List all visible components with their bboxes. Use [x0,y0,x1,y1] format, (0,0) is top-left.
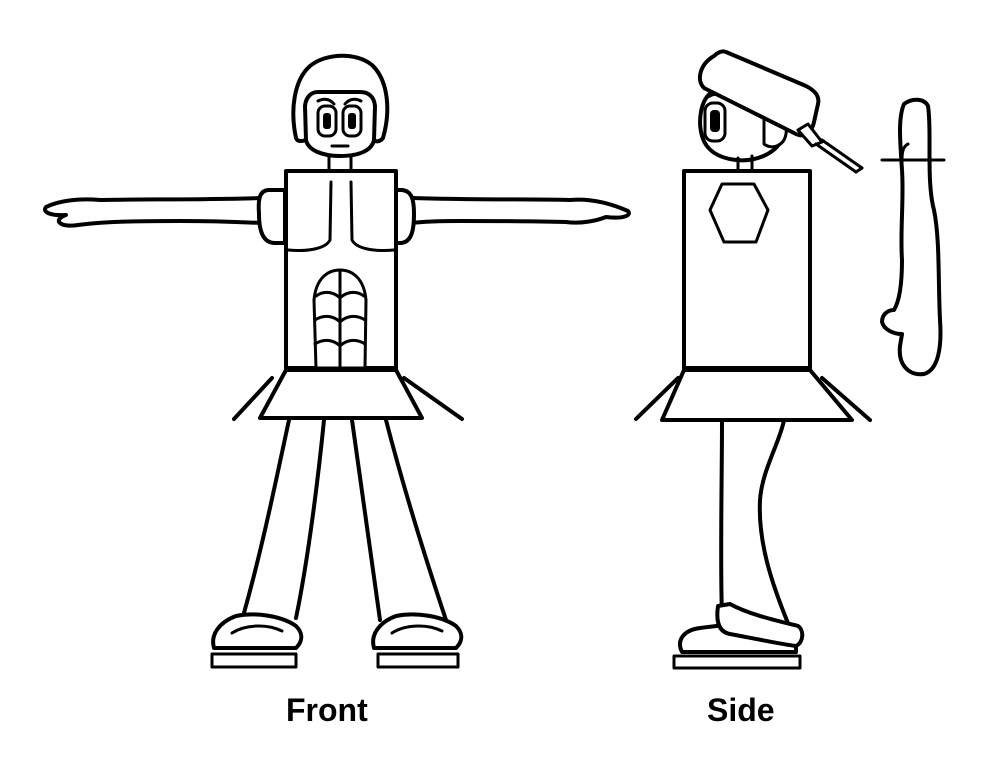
front-head [291,53,390,173]
front-legs [240,418,448,622]
side-arm-detail [880,97,946,377]
front-left-arm [43,188,287,245]
side-foot [672,602,805,670]
side-leg [719,418,792,630]
front-torso [284,169,398,370]
side-skirt [634,368,872,422]
side-torso [682,169,812,370]
side-view-figure [634,49,946,670]
front-right-arm [394,188,631,245]
side-view-label: Side [707,692,775,728]
front-view-figure [43,53,631,669]
side-helmet [697,49,864,174]
front-skirt [232,368,464,421]
front-left-foot [210,612,304,669]
front-right-foot [371,612,464,669]
front-view-label: Front [286,692,368,728]
